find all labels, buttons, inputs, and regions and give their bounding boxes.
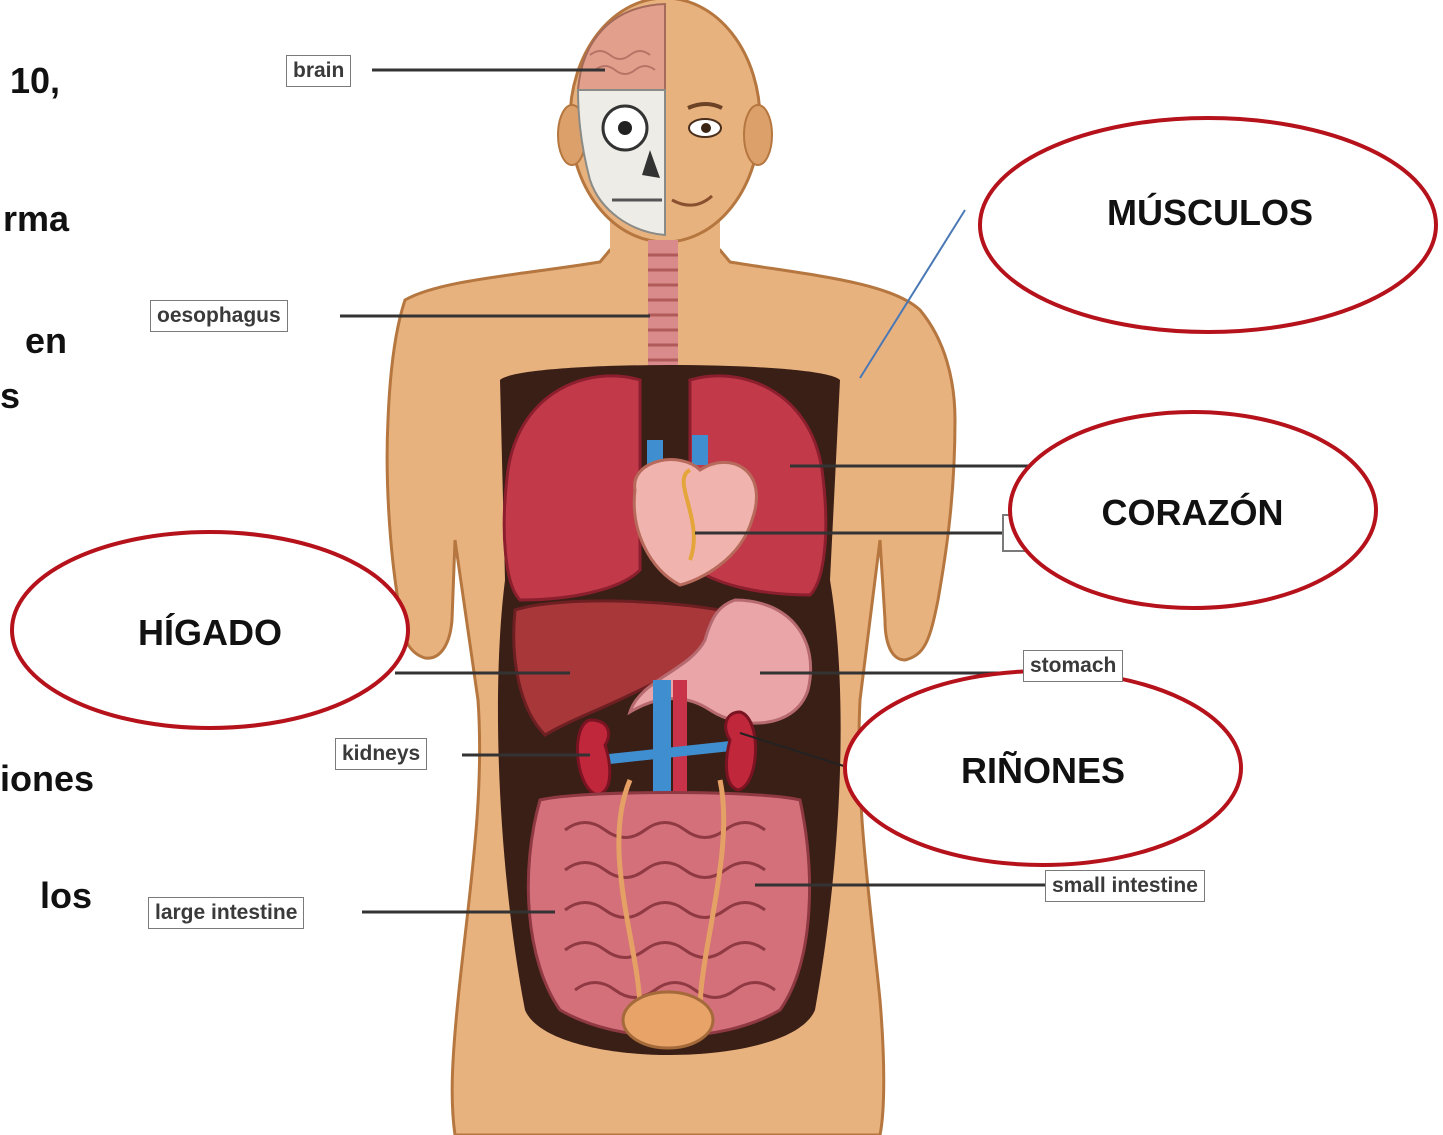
annotation-musculos: MÚSCULOS xyxy=(1000,192,1420,234)
annotation-higado: HÍGADO xyxy=(12,612,408,654)
label-brain: brain xyxy=(286,55,351,87)
label-large-intestine: large intestine xyxy=(148,897,304,929)
left-text-fragment-5: iones xyxy=(0,758,94,800)
left-text-fragment-6: los xyxy=(40,875,92,917)
left-text-fragment-3: en xyxy=(25,320,67,362)
left-text-fragment-4: s xyxy=(0,375,20,417)
intestines xyxy=(528,780,809,1048)
label-stomach: stomach xyxy=(1023,650,1123,682)
annotation-rinones: RIÑONES xyxy=(845,750,1241,792)
label-kidneys: kidneys xyxy=(335,738,427,770)
label-small-intestine: small intestine xyxy=(1045,870,1205,902)
left-text-fragment-2: rma xyxy=(3,198,69,240)
annotation-corazon: CORAZÓN xyxy=(1010,492,1375,534)
left-text-fragment-1: 10, xyxy=(10,60,60,102)
label-oesophagus: oesophagus xyxy=(150,300,288,332)
